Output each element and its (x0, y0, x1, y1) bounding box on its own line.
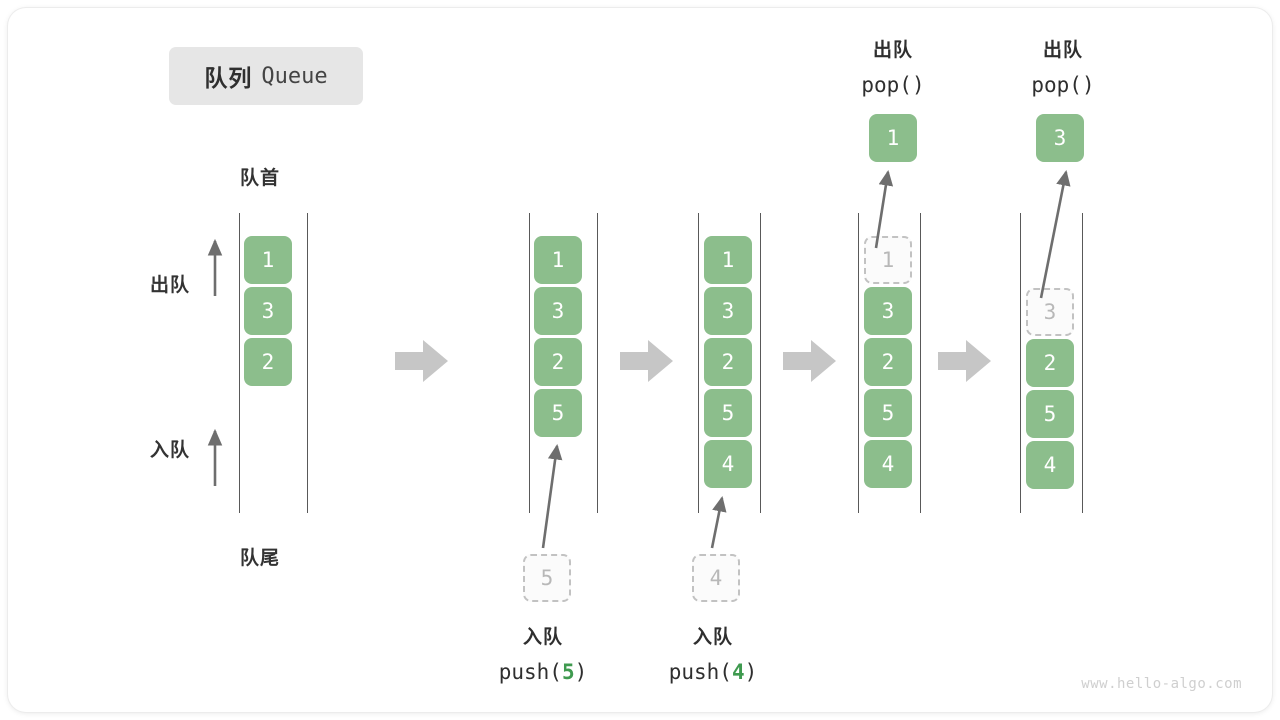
operation-code-pop-1: pop() (793, 68, 993, 103)
operation-code-push-5: push(5) (443, 655, 643, 690)
code-post-pop-2: ) (1081, 73, 1095, 97)
queue-cell: 3 (244, 287, 292, 335)
label-enqueue-direction: 入队 (150, 440, 191, 461)
queue-cell: 3 (1026, 288, 1074, 336)
arrow-pop-3 (1039, 169, 1071, 299)
queue-cell: 1 (534, 236, 582, 284)
rail-right-col5 (1082, 213, 1083, 513)
label-queue-tail: 队尾 (240, 548, 281, 569)
operation-label-push-5: 入队 push(5) (443, 620, 643, 690)
operation-cn-push-5: 入队 (522, 627, 563, 648)
queue-cell: 1 (864, 236, 912, 284)
queue-cell: 3 (534, 287, 582, 335)
operation-cn-push-4: 入队 (692, 627, 733, 648)
queue-cell: 2 (864, 338, 912, 386)
operation-cn-pop-2: 出队 (1042, 40, 1083, 61)
queue-cell: 5 (864, 389, 912, 437)
rail-right-col3 (760, 213, 761, 513)
rail-left-col5 (1020, 213, 1021, 513)
rail-right-col2 (597, 213, 598, 513)
queue-cell: 2 (534, 338, 582, 386)
queue-cell: 1 (244, 236, 292, 284)
queue-cell: 2 (1026, 339, 1074, 387)
rail-right-col1 (307, 213, 308, 513)
rail-left-col3 (698, 213, 699, 513)
operation-cn-pop-1: 出队 (872, 40, 913, 61)
diagram-title-en: Queue (261, 63, 328, 89)
queue-cell: 5 (534, 389, 582, 437)
queue-cell: 1 (704, 236, 752, 284)
queue-cell: 3 (864, 287, 912, 335)
step-arrow-2 (620, 340, 673, 382)
operation-code-push-4: push(4) (613, 655, 813, 690)
queue-cell: 5 (704, 389, 752, 437)
operation-label-pop-1: 出队 pop() (793, 33, 993, 103)
ghost-cell-push-5: 5 (523, 554, 571, 602)
code-pre-pop-2: pop( (1031, 73, 1082, 97)
arrow-push-4 (710, 495, 727, 549)
code-pre-pop-1: pop( (861, 73, 912, 97)
label-queue-head: 队首 (240, 168, 281, 189)
queue-cell: 3 (704, 287, 752, 335)
code-pre-push-5: push( (498, 660, 562, 684)
ghost-cell-push-4: 4 (692, 554, 740, 602)
step-arrow-4 (938, 340, 991, 382)
queue-cell: 5 (1026, 390, 1074, 438)
rail-left-col2 (529, 213, 530, 513)
diagram-title-badge: 队列 Queue (169, 47, 363, 105)
step-arrow-3 (783, 340, 836, 382)
rail-left-col4 (858, 213, 859, 513)
popped-cell-3: 3 (1036, 114, 1084, 162)
operation-code-pop-2: pop() (963, 68, 1163, 103)
step-arrow-1 (395, 340, 448, 382)
arrow-push-5 (541, 443, 563, 549)
rail-left-col1 (239, 213, 240, 513)
diagram-title-cn: 队列 (204, 65, 253, 91)
queue-cell: 2 (244, 338, 292, 386)
rail-right-col4 (920, 213, 921, 513)
operation-label-pop-2: 出队 pop() (963, 33, 1163, 103)
label-dequeue-direction: 出队 (150, 275, 191, 296)
operation-label-push-4: 入队 push(4) (613, 620, 813, 690)
queue-cell: 4 (864, 440, 912, 488)
code-arg-push-5: 5 (561, 660, 575, 684)
code-post-push-5: ) (574, 660, 588, 684)
code-post-push-4: ) (744, 660, 758, 684)
queue-cell: 4 (1026, 441, 1074, 489)
queue-cell: 2 (704, 338, 752, 386)
queue-cell: 4 (704, 440, 752, 488)
code-pre-push-4: push( (668, 660, 732, 684)
code-arg-push-4: 4 (731, 660, 745, 684)
watermark: www.hello-algo.com (1081, 676, 1242, 692)
code-post-pop-1: ) (911, 73, 925, 97)
popped-cell-1: 1 (869, 114, 917, 162)
